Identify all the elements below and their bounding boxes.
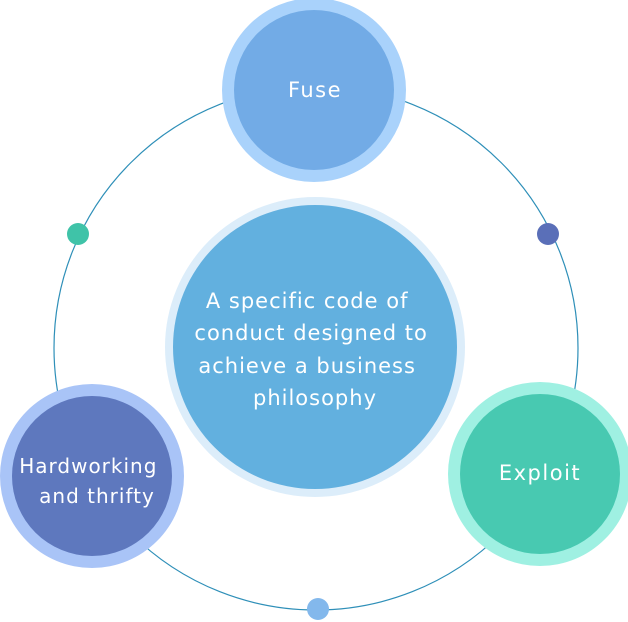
fuse-line-1: Fuse <box>288 78 342 102</box>
hardworking-node-label: Hardworking and thrifty <box>19 454 165 508</box>
hardworking-node-circle <box>12 396 172 556</box>
center-line-2: conduct designed to <box>194 321 427 345</box>
center-node-text: A specific code of conduct designed to a… <box>194 289 435 410</box>
ring-dot-left <box>67 223 89 245</box>
center-line-4: philosophy <box>253 386 377 410</box>
center-line-3: achieve a business <box>198 354 416 378</box>
center-node: A specific code of conduct designed to a… <box>165 197 465 497</box>
center-line-1: A specific code of <box>206 289 409 313</box>
hardworking-line-2: and thrifty <box>39 484 155 508</box>
hardworking-node: Hardworking and thrifty <box>0 384 184 568</box>
exploit-line-1: Exploit <box>499 461 581 485</box>
fuse-node-label: Fuse <box>288 78 342 102</box>
ring-dot-bottom <box>307 598 329 620</box>
ring-dot-right <box>537 223 559 245</box>
exploit-node-circle <box>460 394 620 554</box>
center-node-circle <box>173 205 457 489</box>
exploit-node-label: Exploit <box>499 461 581 485</box>
fuse-node: Fuse <box>222 0 406 182</box>
fuse-node-circle <box>234 10 394 170</box>
exploit-node: Exploit <box>448 382 628 566</box>
hardworking-line-1: Hardworking <box>19 454 157 478</box>
